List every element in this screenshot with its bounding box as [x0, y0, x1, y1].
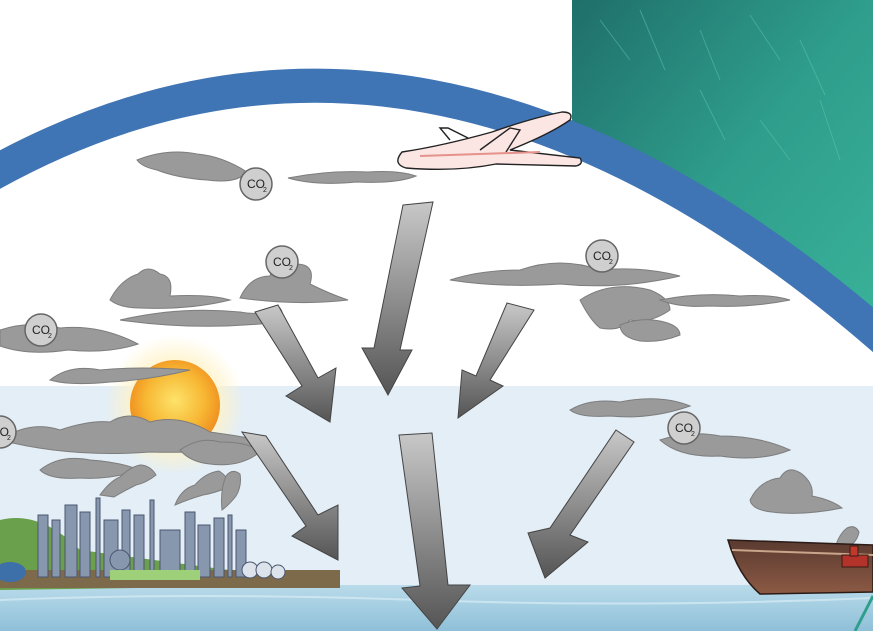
smoke-plume	[221, 470, 241, 511]
cloud	[48, 367, 191, 385]
arrow	[240, 431, 339, 561]
cloud	[579, 286, 671, 330]
co2-badge: CO 2	[239, 167, 273, 201]
co2-badge-subscript: 2	[7, 435, 11, 442]
arrow	[457, 302, 535, 420]
arrow	[254, 304, 337, 423]
cloud	[287, 171, 418, 184]
co2-badge-subscript: 2	[289, 265, 293, 272]
co2-badge-label: CO	[273, 255, 291, 269]
cloud	[109, 268, 232, 309]
ocean-edge	[853, 595, 873, 631]
factory-icon	[0, 497, 340, 590]
co2-badges: CO 2 CO 2 CO 2 CO 2 CO 2 CO 2	[0, 167, 701, 449]
co2-badge: CO 2	[0, 415, 17, 449]
atmosphere-arc	[0, 68, 873, 353]
cloud	[239, 260, 349, 304]
co2-badge-subscript: 2	[263, 187, 267, 194]
smoke-plume	[99, 464, 157, 498]
cloud	[658, 294, 791, 307]
ship-icon	[726, 539, 873, 595]
cloud	[449, 262, 681, 287]
absorption-arrows	[240, 201, 635, 630]
cloud	[136, 151, 248, 182]
arrow	[398, 432, 471, 630]
co2-badge-subscript: 2	[691, 431, 695, 438]
arrow	[527, 429, 635, 579]
co2-badge: CO 2	[24, 313, 58, 347]
co2-badge-label: CO	[32, 323, 50, 337]
cloud	[619, 319, 681, 342]
airplane-icon	[397, 111, 583, 171]
cloud	[569, 398, 692, 418]
co2-badge-subscript: 2	[609, 259, 613, 266]
co2-badge-label: CO	[675, 421, 693, 435]
co2-badge-label: CO	[593, 249, 611, 263]
arrow	[361, 201, 434, 397]
co2-badge: CO 2	[667, 411, 701, 445]
co2-badge-label: CO	[0, 425, 9, 439]
co2-badge: CO 2	[265, 245, 299, 279]
co2-badge-label: CO	[247, 177, 265, 191]
co2-badge: CO 2	[585, 239, 619, 273]
co2-badge-subscript: 2	[48, 333, 52, 340]
cloud	[749, 469, 844, 514]
